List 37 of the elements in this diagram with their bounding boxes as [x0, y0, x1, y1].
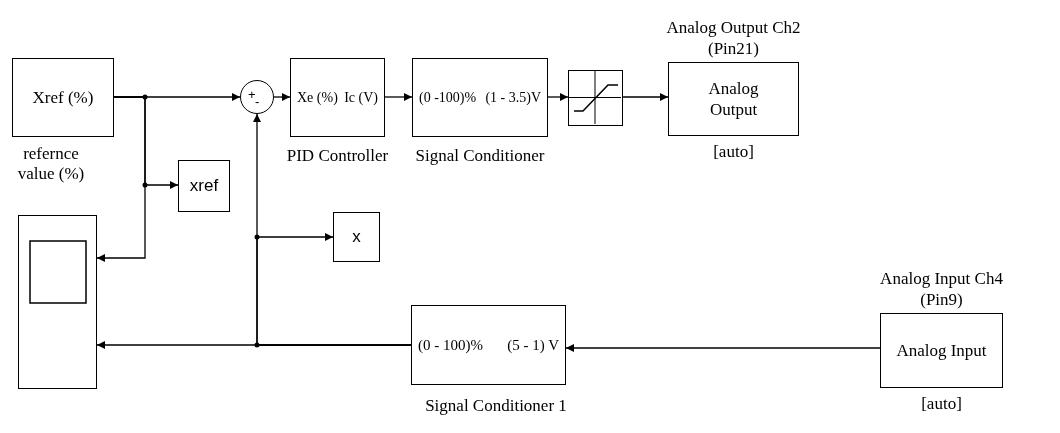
- sign-label: +: [248, 88, 256, 101]
- block-label: (0 -100)%: [419, 88, 477, 107]
- block-caption: Signal Conditioner: [414, 146, 546, 167]
- signal-arrow: [273, 93, 291, 101]
- block-label: (0 - 100)%: [418, 335, 483, 355]
- signal-arrow: [256, 233, 412, 346]
- block-caption: [auto]: [712, 142, 755, 163]
- sum-junction-circle: [240, 80, 274, 114]
- block-caption: refernce value (%): [16, 144, 86, 185]
- sign-label: -: [255, 95, 260, 108]
- block-label: Xe (%): [297, 88, 338, 107]
- saturation-block: [568, 70, 623, 126]
- signal-arrow: [565, 344, 881, 352]
- block-caption: Signal Conditioner 1: [424, 396, 568, 417]
- block-label: (5 - 1) V: [507, 335, 559, 355]
- block-caption: PID Controller: [285, 146, 390, 167]
- block-title: Analog Input Ch4 (Pin9): [879, 269, 1004, 310]
- function-block: [333, 212, 380, 262]
- block-label: xref: [189, 175, 219, 197]
- block-label: x: [352, 226, 361, 248]
- block-label: Xref (%): [32, 86, 94, 109]
- signal-arrow: [384, 93, 413, 101]
- signal-arrow: [96, 96, 146, 262]
- signal-arrow: [547, 93, 569, 101]
- scope-block: [18, 215, 97, 389]
- function-block: [178, 160, 230, 212]
- block-label: Analog Input: [895, 339, 988, 362]
- block-caption: [auto]: [920, 394, 963, 415]
- function-block: [411, 305, 566, 385]
- signal-arrow: [622, 93, 669, 101]
- block-label: Analog Output: [707, 77, 760, 121]
- function-block: [12, 58, 114, 137]
- block-label: (1 - 3.5)V: [485, 88, 541, 107]
- function-block: [290, 58, 385, 137]
- block-title: Analog Output Ch2 (Pin21): [665, 18, 802, 59]
- block-label: Ic (V): [344, 88, 378, 107]
- function-block: [412, 58, 548, 137]
